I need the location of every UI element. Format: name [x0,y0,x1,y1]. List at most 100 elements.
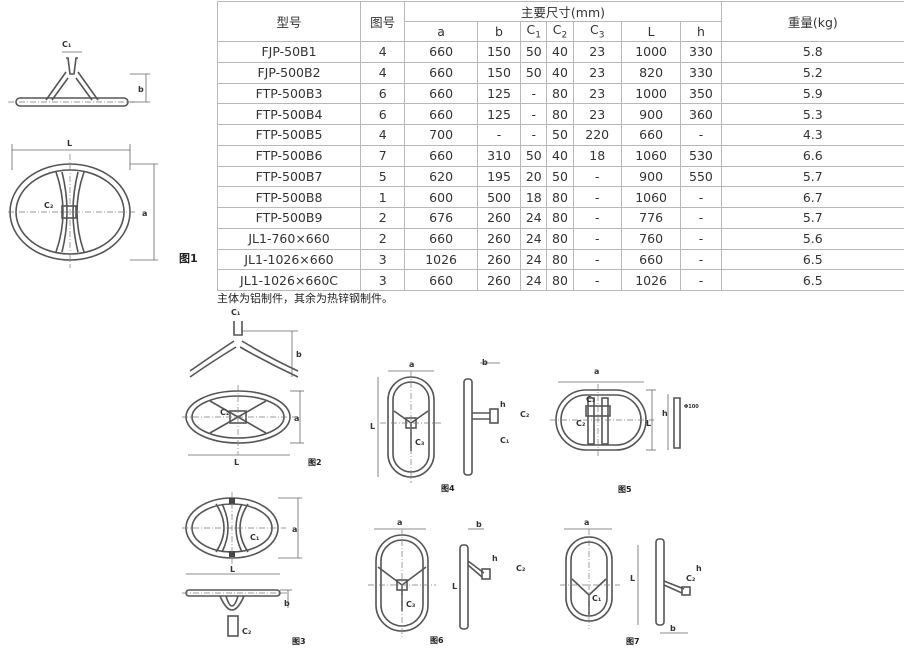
weight-cell: 5.7 [721,208,904,229]
dim-label-L: L [67,139,72,148]
figure-2-caption: 图2 [308,458,322,467]
table-cell: 660 [621,249,680,270]
weight-cell: 5.9 [721,83,904,104]
table-cell: 2 [361,208,405,229]
table-cell: 1060 [621,187,680,208]
table-cell: 330 [681,62,721,83]
figure-1-drawing: C₁ b L C₂ a [0,30,180,270]
table-cell: 40 [547,145,573,166]
dim-label-h: h [500,400,506,409]
subheader-cell: C3 [573,22,621,42]
table-cell: 80 [547,83,573,104]
dim-label-c2: C₂ [242,627,252,636]
dim-label-h: h [492,554,498,563]
table-cell: - [573,187,621,208]
model-cell: JL1-1026×660C [218,270,361,291]
table-cell: 24 [521,228,547,249]
subheader-symbol: b [495,24,503,39]
table-cell: 660 [405,145,478,166]
table-cell: 260 [477,228,520,249]
subheader-cell: C2 [547,22,573,42]
dim-label-a: a [294,414,299,423]
dim-label-L: L [646,419,651,428]
weight-cell: 5.3 [721,104,904,125]
figure-4-drawing: a C₃ L b h C₁ C₂ 图4 [370,355,550,495]
table-cell: 50 [521,62,547,83]
dim-label-L: L [370,422,375,431]
table-cell: 820 [621,62,680,83]
table-cell: 4 [361,62,405,83]
table-cell: 260 [477,270,520,291]
table-cell: 260 [477,208,520,229]
subheader-cell: b [477,22,520,42]
table-cell: 4 [361,125,405,146]
model-cell: JL1-1026×660 [218,249,361,270]
figure-7-caption: 图7 [626,637,640,646]
dim-label-c2: C₂ [44,201,54,210]
dim-label-a: a [584,518,589,527]
table-cell: 125 [477,83,520,104]
table-cell: - [477,125,520,146]
table-cell: 6 [361,104,405,125]
table-cell: 50 [547,166,573,187]
table-cell: 676 [405,208,478,229]
table-cell: 1060 [621,145,680,166]
table-cell: 18 [521,187,547,208]
dim-label-c1: C₁ [62,40,72,49]
dim-label-c2: C₂ [576,419,586,428]
dim-label-c2: C₂ [220,408,230,417]
table-cell: 1000 [621,83,680,104]
header-figure-no: 图号 [361,2,405,42]
figure-2-drawing: C₁ b C₂ a L 图2 [180,305,330,470]
table-cell: - [573,228,621,249]
table-cell: - [681,228,721,249]
material-note: 主体为铝制件，其余为热锌钢制件。 [217,290,393,306]
table-cell: - [573,270,621,291]
table-cell: 50 [547,125,573,146]
table-cell: 260 [477,249,520,270]
table-cell: 330 [681,42,721,63]
table-cell: 80 [547,208,573,229]
weight-cell: 6.6 [721,145,904,166]
weight-cell: 6.5 [721,270,904,291]
table-cell: - [681,270,721,291]
header-weight: 重量(kg) [721,2,904,42]
table-cell: 20 [521,166,547,187]
dim-label-b: b [482,358,488,367]
dim-label-b: b [670,624,676,633]
table-cell: 23 [573,42,621,63]
model-cell: FJP-50B1 [218,42,361,63]
table-cell: - [521,104,547,125]
table-cell: 80 [547,249,573,270]
table-cell: 660 [405,62,478,83]
table-cell: 360 [681,104,721,125]
model-cell: FTP-500B7 [218,166,361,187]
table-cell: 80 [547,270,573,291]
figure-4-caption: 图4 [441,484,455,493]
dim-label-c2: C₂ [516,564,526,573]
dim-label-c2: C₂ [686,574,696,583]
table-cell: 550 [681,166,721,187]
figure-6-caption: 图6 [430,636,444,645]
table-cell: - [521,83,547,104]
model-cell: FTP-500B8 [218,187,361,208]
dim-label-a: a [142,209,147,218]
model-cell: FJP-500B2 [218,62,361,83]
table-cell: 660 [405,270,478,291]
table-cell: - [681,187,721,208]
table-cell: - [681,125,721,146]
table-cell: 660 [405,104,478,125]
table-cell: - [573,166,621,187]
weight-cell: 5.7 [721,166,904,187]
table-cell: 23 [573,83,621,104]
table-cell: 660 [405,42,478,63]
dim-label-b: b [138,85,144,94]
